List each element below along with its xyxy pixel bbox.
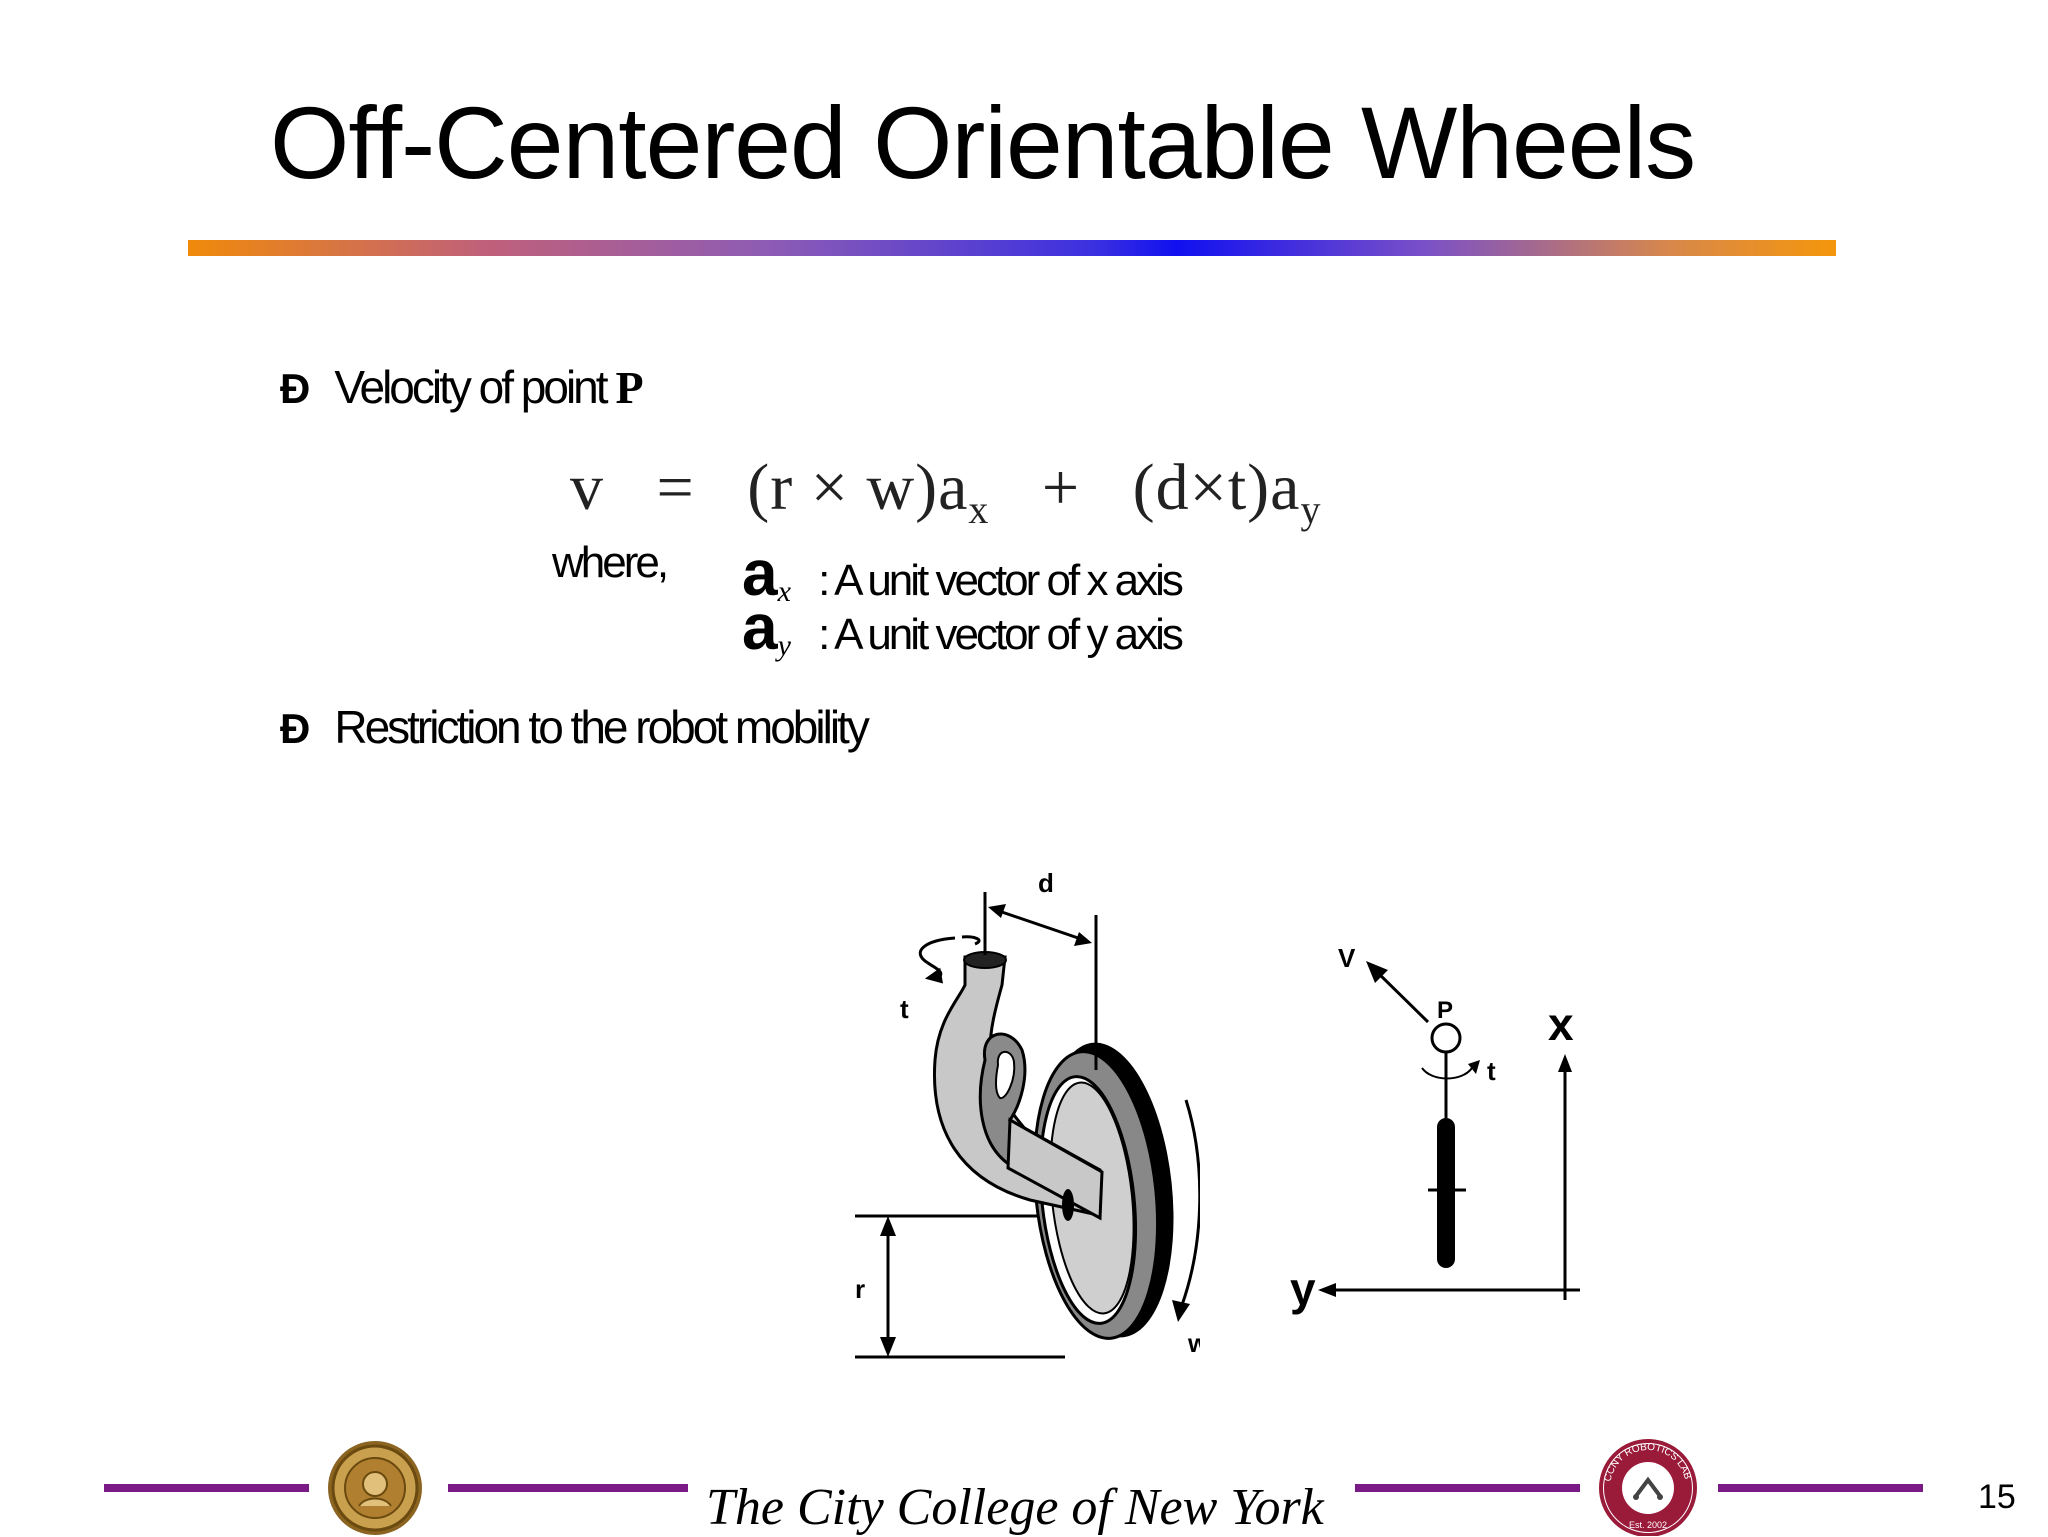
footer-line-center-right [1355, 1484, 1580, 1492]
bullet-velocity-text: Velocity of point [334, 361, 608, 413]
ccny-robotics-lab-logo-icon: CCNY ROBOTICS LAB Est. 2002 [1599, 1439, 1697, 1536]
eq-equals: = [656, 451, 695, 524]
bullet-restriction: Ð Restriction to the robot mobility [280, 700, 870, 754]
where-row-y: ay : A unit vector of y axis [742, 590, 1184, 664]
logo-est-text: Est. 2002 [1629, 1520, 1667, 1530]
label-p: P [1437, 997, 1453, 1024]
footer-line-right [1718, 1484, 1923, 1492]
axis-label-x: x [1548, 998, 1574, 1050]
eq-term1b: w)a [866, 451, 969, 524]
eq-lhs: v [570, 451, 604, 524]
eq-term1: (r [747, 451, 794, 524]
footer-line-center-left [448, 1484, 688, 1492]
unit-vector-desc: : A unit vector of x axis [818, 556, 1184, 605]
label-d: d [1038, 868, 1054, 898]
label-t: t [900, 994, 909, 1024]
plan-view-diagram: V P t x y [1290, 943, 1580, 1315]
unit-vector-symbol: a [742, 591, 778, 663]
label-t-plan: t [1487, 1056, 1496, 1086]
eq-sub1: x [968, 487, 990, 532]
eq-plus: + [1041, 451, 1081, 524]
label-w: w [1187, 1328, 1200, 1358]
eq-times2: × [1189, 451, 1228, 524]
unit-vector-sub: x [777, 575, 791, 608]
label-v: V [1338, 943, 1356, 973]
where-row-x: ax : A unit vector of x axis [742, 536, 1184, 610]
velocity-equation: v = (r × w)ax + (d×t)ay [570, 450, 1321, 533]
slide-title: Off-Centered Orientable Wheels [270, 86, 1696, 200]
footer-college-name: The City College of New York [706, 1479, 1324, 1536]
caster-wheel-diagram: d t r w [855, 868, 1200, 1359]
label-r: r [855, 1274, 865, 1304]
eq-term2: (d [1132, 451, 1190, 524]
eq-times1: × [810, 451, 849, 524]
unit-vector-symbol: a [742, 537, 778, 609]
axis-label-y: y [1290, 1263, 1316, 1315]
unit-vector-sub: y [777, 629, 791, 662]
bullet-marker: Ð [280, 705, 311, 752]
unit-vector-desc: : A unit vector of y axis [818, 610, 1184, 659]
bullet-marker: Ð [280, 365, 311, 412]
point-p-label: P [615, 362, 644, 413]
footer-line-left [104, 1484, 309, 1492]
eq-sub2: y [1300, 487, 1322, 532]
title-divider [188, 240, 1836, 256]
page-number: 15 [1978, 1478, 2016, 1516]
ccny-seal-icon [328, 1441, 422, 1535]
bullet-restriction-text: Restriction to the robot mobility [334, 701, 869, 753]
eq-term2b: t)a [1227, 451, 1301, 524]
where-label: where, [552, 538, 669, 587]
